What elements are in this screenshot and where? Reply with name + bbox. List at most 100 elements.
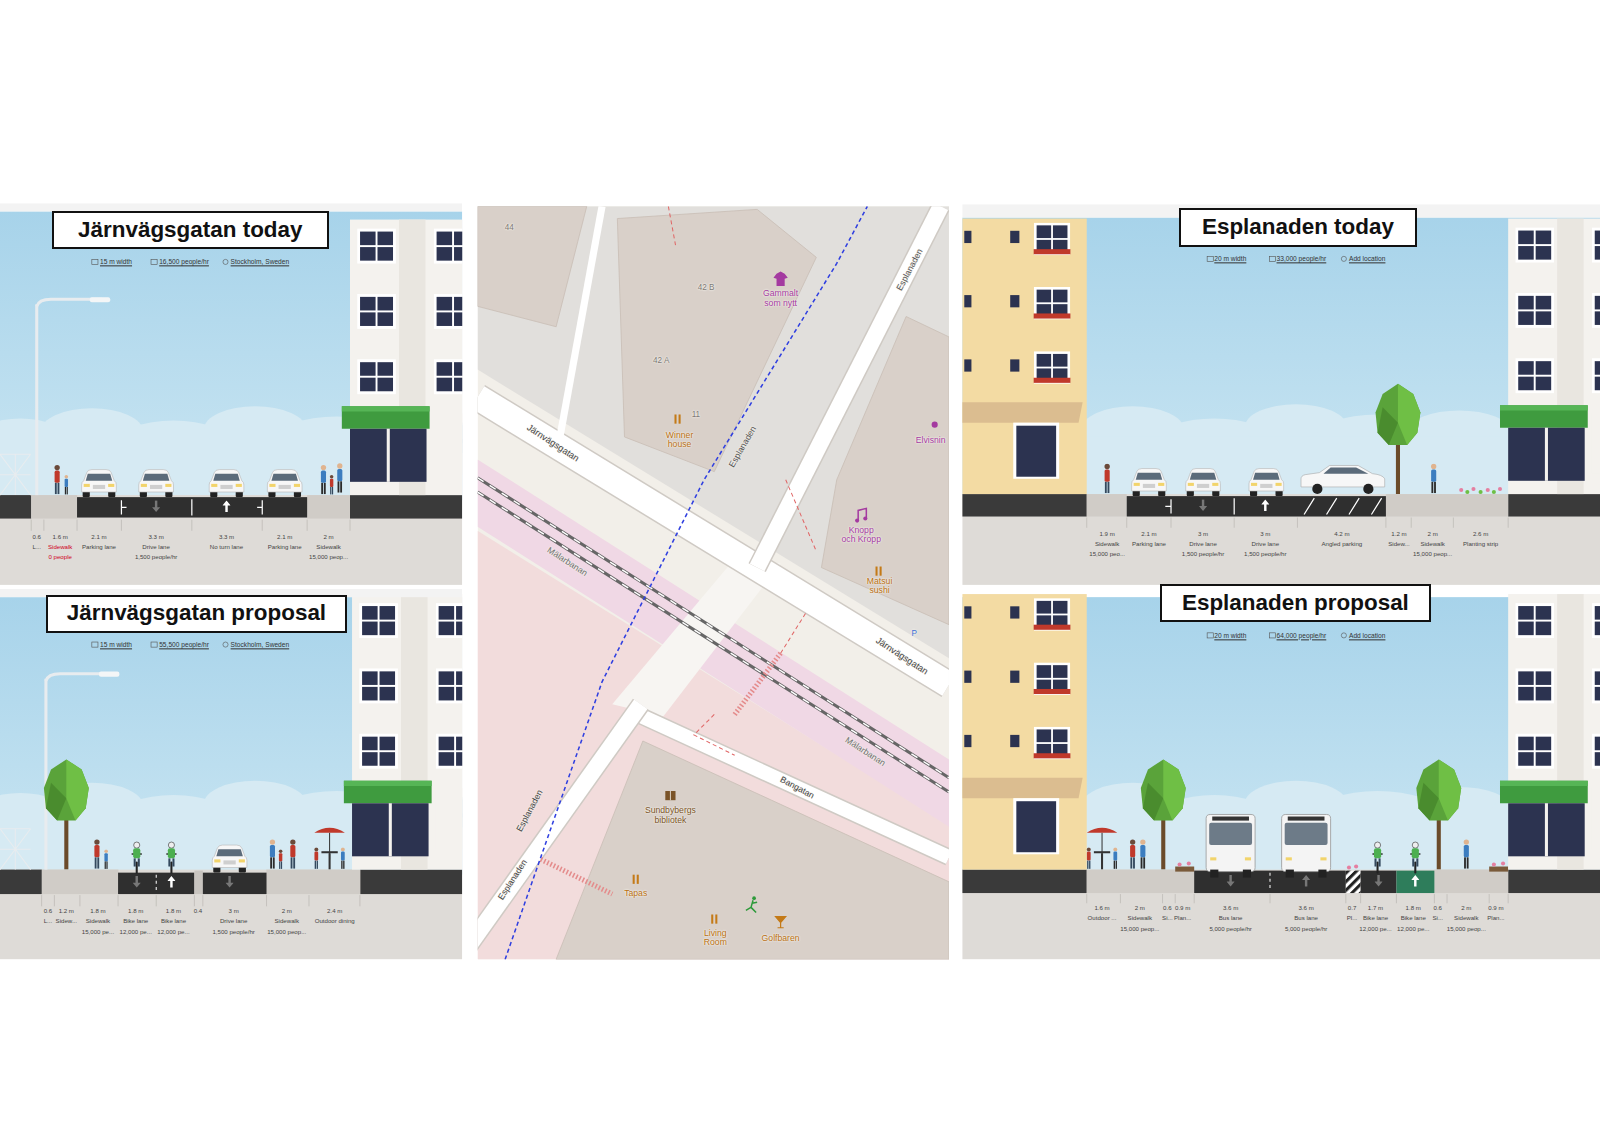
segment-caption: 2 m [1428,530,1438,537]
segment-caption: L... [32,544,41,551]
segment-caption: 1.6 m [53,533,68,540]
segment-caption: 3.3 m [219,533,234,540]
segment-caption: Si... [1162,915,1173,922]
map-label: Sundbybergs bibliotek [635,807,706,826]
segment-caption: Plan... [1487,915,1504,922]
segment-caption: Sidew... [56,918,77,925]
street-info: 33,000 people/hr [1277,256,1327,263]
title-text: Järnvägsgatan today [78,218,302,243]
segment-caption: 2 m [282,908,292,915]
segment-caption: Sidewalk [1454,915,1478,922]
street-info: Stockholm, Sweden [231,259,290,266]
segment-caption: Sidew... [1388,541,1409,548]
segment-caption: 1.7 m [1368,905,1383,912]
segment-caption: Bus lane [1294,915,1318,922]
segment-caption: Bike lane [123,918,148,925]
map-label: 42 B [698,283,715,292]
segment-caption: Angled parking [1321,541,1362,548]
title-box: Järnvägsgatan today [52,211,329,249]
segment-caption: 3.6 m [1298,905,1313,912]
segment-caption: 2 m [323,533,333,540]
street-info: Stockholm, Sweden [231,641,290,648]
segment-caption: Drive lane [1189,541,1217,548]
street-info: 20 m width [1214,632,1246,639]
segment-caption: 1,500 people/hr [135,554,177,561]
segment-caption: L... [44,918,53,925]
map-label: Elvisnin [916,436,946,446]
street-info: 20 m width [1214,256,1246,263]
segment-caption: 3.6 m [1223,905,1238,912]
segment-caption: 12,000 pe... [157,928,189,935]
street-info: 15 m width [100,641,132,648]
segment-caption: 2 m [1461,905,1471,912]
title-box: Esplanaden today [1179,208,1418,247]
map-label: Golfbaren [762,934,800,944]
title-box: Esplanaden proposal [1160,584,1430,623]
segment-caption: 15,000 peop... [1447,925,1486,932]
segment-caption: Sidewalk [316,544,340,551]
segment-caption: Planting strip [1463,541,1498,548]
segment-caption: 12,000 pe... [120,928,152,935]
street-info: 15 m width [100,259,132,266]
segment-caption: Drive lane [142,544,170,551]
map-label: Tapas [624,889,647,899]
segment-caption: 0.6 [1163,905,1172,912]
title-text: Järnvägsgatan proposal [67,601,326,626]
segment-caption: 5,000 people/hr [1285,925,1327,932]
map-label: Gammalt som nytt [758,289,804,308]
map-label: 44 [505,223,514,232]
segment-caption: 2.1 m [277,533,292,540]
segment-caption: 5,000 people/hr [1209,925,1251,932]
segment-caption: 2.6 m [1473,530,1488,537]
segment-caption: 1.6 m [1094,905,1109,912]
segment-caption: Sidewalk [48,544,72,551]
segment-caption: 3 m [1198,530,1208,537]
segment-caption: 15,000 peo... [1089,551,1125,558]
segment-caption: No turn lane [210,544,243,551]
segment-caption: Bike lane [161,918,186,925]
street-info: Add location [1349,256,1385,263]
segment-caption: 15,000 peop... [309,554,348,561]
segment-caption: 1.9 m [1100,530,1115,537]
segment-caption: 1.8 m [128,908,143,915]
segment-caption: 1,500 people/hr [212,928,254,935]
map-label: Matsui sushi [862,577,898,596]
segment-caption: Bike lane [1401,915,1426,922]
street-info: 64,000 people/hr [1277,632,1327,639]
segment-caption: 3 m [229,908,239,915]
segment-caption: Parking lane [82,544,116,551]
segment-caption: Drive lane [220,918,248,925]
segment-caption: 3.3 m [148,533,163,540]
segment-caption: Parking lane [1132,541,1166,548]
map-label: Winner house [660,431,699,450]
map-label: Living Room [695,929,736,948]
street-info: 16,500 people/hr [159,259,209,266]
segment-caption: 2.1 m [1141,530,1156,537]
segment-caption: Plan... [1174,915,1191,922]
segment-caption: 0.7 [1348,905,1357,912]
segment-caption: 1.8 m [166,908,181,915]
segment-caption: 0.6 [1434,905,1443,912]
segment-caption: 12,000 pe... [1397,925,1429,932]
map-label: Knopp och Kropp [841,526,882,545]
segment-caption: 15,000 peop... [267,928,306,935]
segment-caption: 12,000 pe... [1359,925,1391,932]
section-jarnvagsgatan-today [0,203,462,585]
segment-caption: Drive lane [1252,541,1280,548]
segment-caption: 1.2 m [59,908,74,915]
segment-caption: 0.4 [194,908,203,915]
segment-caption: 15,000 peop... [1413,551,1452,558]
segment-caption: 0 people [48,554,71,561]
section-esplanaden-proposal [962,594,1600,959]
segment-caption: Parking lane [268,544,302,551]
street-info: Add location [1349,632,1385,639]
segment-caption: 4.2 m [1334,530,1349,537]
segment-caption: 0.6 [32,533,41,540]
segment-caption: 15,000 peop... [1120,925,1159,932]
segment-caption: Sidewalk [275,918,299,925]
segment-caption: 2 m [1135,905,1145,912]
street-info: 55,500 people/hr [159,641,209,648]
segment-caption: 1,500 people/hr [1182,551,1224,558]
